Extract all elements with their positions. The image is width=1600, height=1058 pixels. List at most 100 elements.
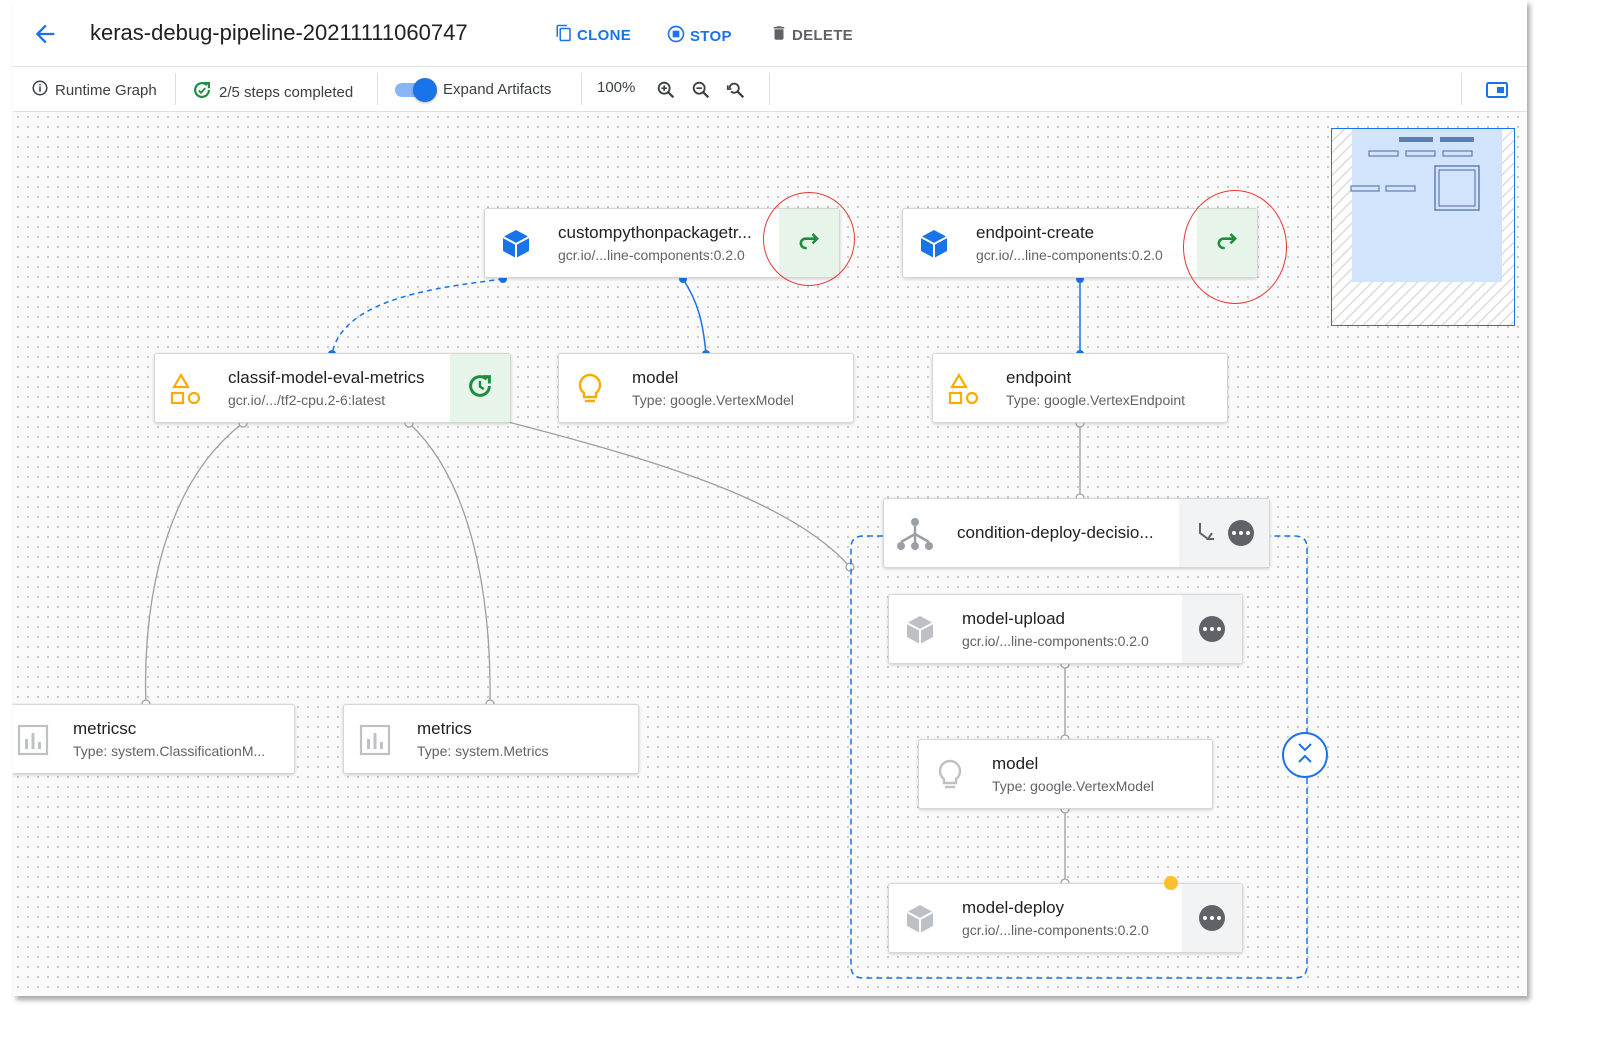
node-custompythonpackage[interactable]: custompythonpackagetr... gcr.io/...line-…: [484, 208, 840, 278]
node-subtitle: gcr.io/...line-components:0.2.0: [962, 633, 1149, 649]
node-title: endpoint-create: [976, 223, 1095, 242]
expand-artifacts-label: Expand Artifacts: [443, 80, 552, 98]
more-options-icon[interactable]: [1199, 905, 1225, 931]
graph-minimap[interactable]: [1331, 128, 1515, 326]
copy-icon: [555, 24, 573, 46]
steps-completed-label: 2/5 steps completed: [219, 83, 354, 101]
toolbar-divider: [377, 73, 378, 105]
retry-icon: [795, 227, 823, 260]
node-title: model-deploy: [962, 898, 1065, 917]
node-subtitle: gcr.io/...line-components:0.2.0: [558, 247, 745, 263]
node-subtitle: gcr.io/...line-components:0.2.0: [976, 247, 1163, 263]
node-subtitle: Type: google.VertexEndpoint: [1006, 392, 1186, 408]
graph-toolbar: Runtime Graph 2/5 steps completed Expand…: [13, 67, 1527, 112]
retry-icon: [1213, 227, 1241, 260]
toolbar-divider: [769, 73, 770, 105]
cube-icon: [499, 227, 533, 261]
status-cell: [450, 354, 510, 422]
node-subtitle: Type: system.ClassificationM...: [73, 743, 266, 759]
node-title: metrics: [417, 719, 472, 738]
node-title: custompythonpackagetr...: [558, 223, 752, 242]
node-title: endpoint: [1006, 368, 1072, 387]
pending-status-dot: [1164, 876, 1178, 890]
back-arrow-icon[interactable]: [31, 20, 59, 48]
node-endpoint-artifact[interactable]: endpoint Type: google.VertexEndpoint: [932, 353, 1228, 423]
expand-artifacts-control: Expand Artifacts: [393, 78, 552, 102]
toolbar-divider: [175, 73, 176, 105]
zoom-out-icon[interactable]: [690, 79, 712, 101]
page-title: keras-debug-pipeline-20211111060747: [90, 20, 468, 45]
status-cell: [1197, 209, 1257, 277]
node-metrics[interactable]: metrics Type: system.Metrics: [343, 704, 639, 774]
minimap-viewport: [1352, 129, 1502, 282]
zoom-reset-icon[interactable]: [725, 79, 747, 101]
toolbar-divider: [581, 73, 582, 105]
status-cell: [779, 209, 839, 277]
pipeline-graph-canvas[interactable]: custompythonpackagetr... gcr.io/...line-…: [13, 112, 1527, 996]
lightbulb-icon: [573, 372, 607, 406]
node-subtitle: gcr.io/.../tf2-cpu.2-6:latest: [228, 392, 386, 408]
cube-icon: [903, 902, 937, 936]
edge: [507, 421, 851, 568]
artifact-shapes-icon: [169, 372, 203, 406]
branch-tree-icon: [896, 517, 933, 551]
trash-icon: [770, 24, 788, 46]
more-options-icon[interactable]: [1228, 520, 1254, 546]
condition-group-border: [850, 535, 1308, 979]
artifact-shapes-icon: [947, 372, 981, 406]
status-cell: [1182, 884, 1242, 952]
node-title: condition-deploy-decisio...: [957, 523, 1154, 542]
stop-icon: [666, 24, 686, 48]
delete-label: DELETE: [792, 26, 853, 44]
pipeline-window: keras-debug-pipeline-20211111060747 CLON…: [13, 0, 1527, 996]
runtime-graph-label: Runtime Graph: [55, 81, 157, 99]
expand-artifacts-toggle[interactable]: [393, 78, 437, 102]
edge: [408, 422, 491, 705]
cube-icon: [917, 227, 951, 261]
node-model-artifact-2[interactable]: model Type: google.VertexModel: [918, 739, 1213, 809]
lightbulb-icon: [933, 758, 967, 792]
bar-chart-icon: [358, 723, 392, 757]
node-subtitle: Type: google.VertexModel: [632, 392, 794, 408]
node-subtitle: Type: system.Metrics: [417, 743, 549, 759]
node-title: model: [632, 368, 679, 387]
node-model-artifact[interactable]: model Type: google.VertexModel: [558, 353, 854, 423]
node-metricsc[interactable]: metricsc Type: system.ClassificationM...: [13, 704, 295, 774]
info-icon: [31, 79, 49, 101]
header-bar: keras-debug-pipeline-20211111060747 CLON…: [13, 0, 1527, 67]
steps-status: 2/5 steps completed: [191, 79, 353, 105]
node-title: model-upload: [962, 609, 1066, 628]
merge-arrow-icon[interactable]: [1194, 519, 1218, 548]
node-subtitle: gcr.io/...line-components:0.2.0: [962, 922, 1149, 938]
progress-refresh-icon: [191, 79, 213, 105]
toolbar-divider: [1461, 73, 1462, 105]
node-model-deploy[interactable]: model-deploy gcr.io/...line-components:0…: [888, 883, 1243, 953]
node-condition-deploy-decision[interactable]: condition-deploy-decisio...: [883, 498, 1270, 568]
side-panel-toggle-icon[interactable]: [1485, 79, 1509, 101]
node-title: classif-model-eval-metrics: [228, 368, 425, 387]
stop-button[interactable]: STOP: [666, 24, 732, 48]
clone-button[interactable]: CLONE: [555, 24, 631, 46]
edge: [682, 278, 707, 355]
clone-label: CLONE: [577, 26, 631, 44]
zoom-level: 100%: [597, 79, 636, 96]
node-model-upload[interactable]: model-upload gcr.io/...line-components:0…: [888, 594, 1243, 664]
cube-icon: [903, 613, 937, 647]
bar-chart-icon: [16, 723, 50, 757]
zoom-in-icon[interactable]: [655, 79, 677, 101]
collapse-chevrons-icon: [1294, 740, 1316, 771]
node-title: model: [992, 754, 1039, 773]
node-title: metricsc: [73, 719, 137, 738]
runtime-graph-tab[interactable]: Runtime Graph: [31, 79, 157, 101]
node-endpoint-create[interactable]: endpoint-create gcr.io/...line-component…: [902, 208, 1258, 278]
collapse-group-button[interactable]: [1282, 732, 1328, 778]
status-cell: [1179, 499, 1269, 567]
more-options-icon[interactable]: [1199, 616, 1225, 642]
stop-label: STOP: [690, 27, 732, 45]
edge-dashed: [331, 278, 504, 355]
delete-button[interactable]: DELETE: [770, 24, 853, 46]
edge: [144, 422, 244, 705]
status-cell: [1182, 595, 1242, 663]
node-classif-model-eval-metrics[interactable]: classif-model-eval-metrics gcr.io/.../tf…: [154, 353, 511, 423]
running-icon: [465, 371, 495, 406]
